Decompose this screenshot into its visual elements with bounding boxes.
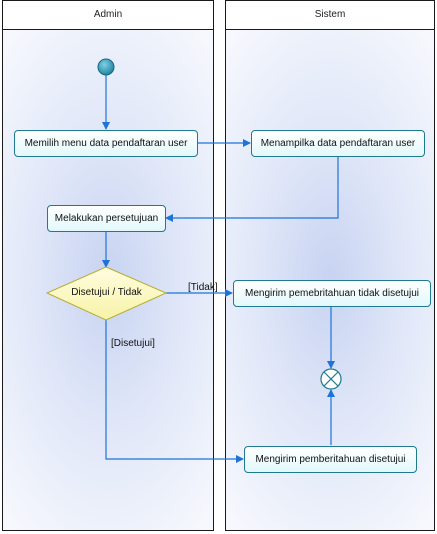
- guard-tidak: [Tidak]: [188, 282, 218, 293]
- decision-node: [45, 266, 168, 321]
- action-pilih-menu[interactable]: Memilih menu data pendaftaran user: [14, 130, 198, 157]
- action-persetujuan[interactable]: Melakukan persetujuan: [47, 205, 166, 232]
- decision-label: Disetujui / Tidak: [71, 287, 142, 298]
- flow-final-node: [320, 368, 342, 390]
- lane-admin: Admin: [2, 0, 214, 531]
- lane-sistem-header: Sistem: [226, 1, 434, 30]
- guard-disetujui: [Disetujui]: [111, 338, 155, 349]
- initial-node: [97, 58, 115, 76]
- flow-tampilkan-to-persetujuan: [165, 157, 339, 222]
- action-kirim-disetujui[interactable]: Mengirim pemberitahuan disetujui: [244, 446, 417, 473]
- action-tampilkan-data[interactable]: Menampilka data pendaftaran user: [251, 130, 425, 157]
- action-kirim-tidak-disetujui[interactable]: Mengirim pemebritahuan tidak disetujui: [233, 280, 431, 307]
- lane-admin-header: Admin: [3, 1, 213, 30]
- flow-decision-disetujui: [105, 320, 244, 463]
